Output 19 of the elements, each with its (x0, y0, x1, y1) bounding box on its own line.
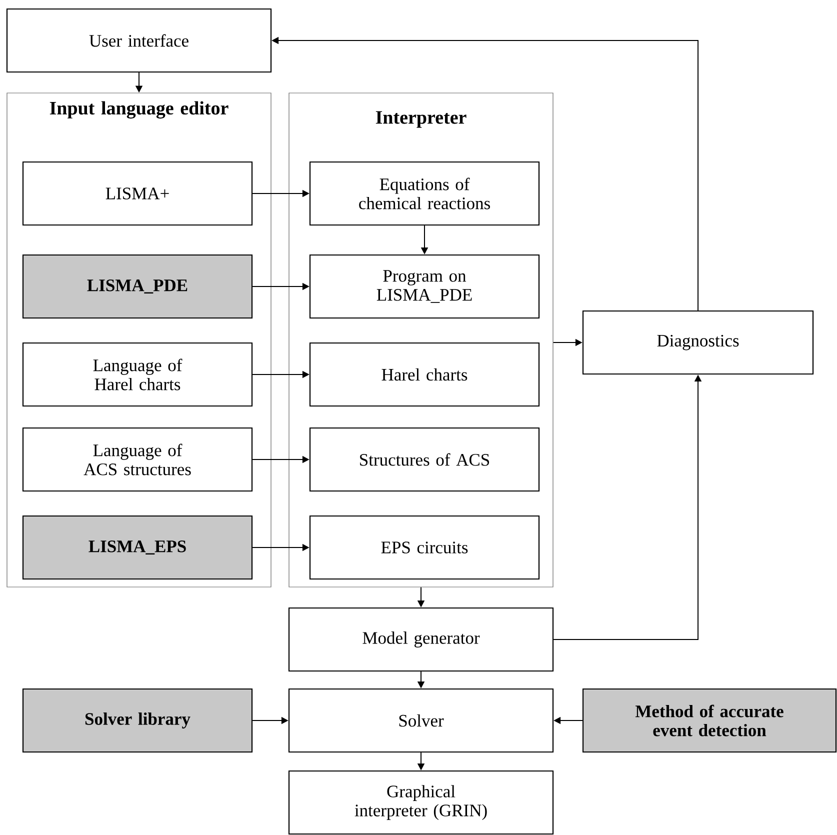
process-box: Equations of chemical reactions (309, 161, 540, 226)
highlighted-box: Solver library (22, 688, 253, 753)
process-box: Language of Harel charts (22, 342, 253, 407)
process-box: User interface (6, 8, 272, 73)
process-box: Structures of ACS (309, 427, 540, 492)
process-box: EPS circuits (309, 515, 540, 580)
group-heading: Interpreter (376, 111, 466, 128)
highlighted-box: LISMA_PDE (22, 254, 253, 319)
process-box: Model generator (288, 607, 554, 672)
process-box: LISMA+ (22, 161, 253, 226)
process-box: Diagnostics (582, 310, 814, 375)
process-box: Solver (288, 688, 554, 753)
process-box: Graphical interpreter (GRIN) (288, 770, 554, 835)
process-box: Language of ACS structures (22, 427, 253, 492)
group-heading: Input language editor (50, 101, 228, 119)
highlighted-box: LISMA_EPS (22, 515, 253, 580)
process-box: Program on LISMA_PDE (309, 254, 540, 319)
highlighted-box: Method of accurate event detection (582, 688, 837, 753)
process-box: Harel charts (309, 342, 540, 407)
